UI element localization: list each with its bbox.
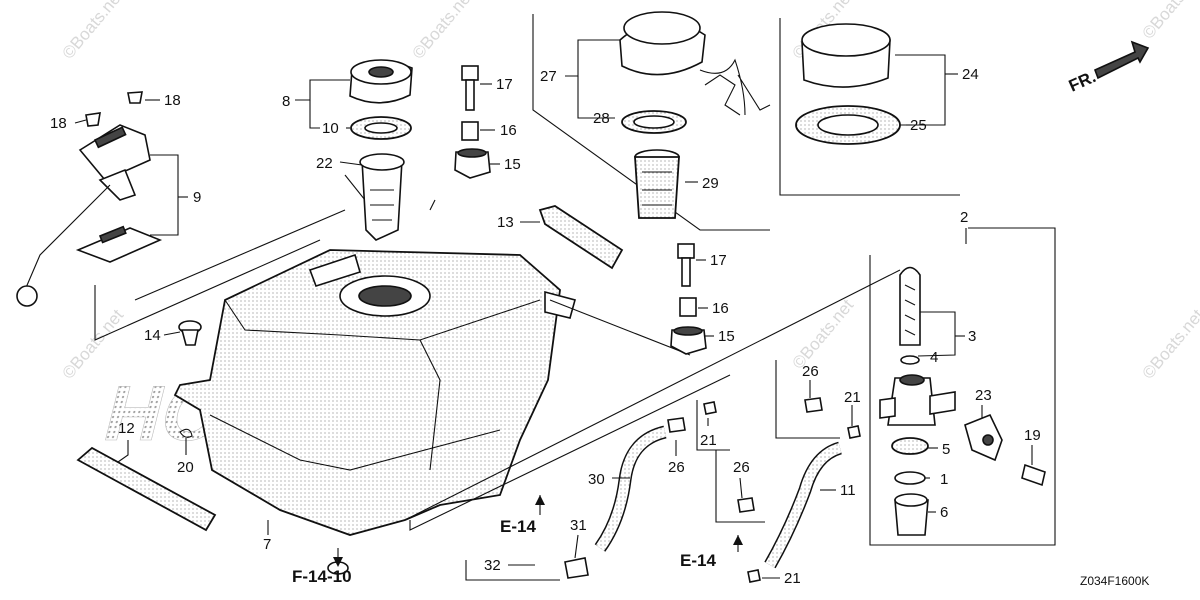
screw-19	[1021, 463, 1046, 487]
hose-reference-right-label: E-14	[680, 551, 716, 570]
callout-28: 28	[593, 110, 610, 127]
callout-21-b: 21	[844, 389, 861, 406]
callout-27: 27	[540, 68, 557, 85]
lever-23	[964, 413, 1003, 462]
callout-12: 12	[118, 420, 135, 437]
direction-label: FR.	[1066, 67, 1099, 95]
mount-hardware-lower	[670, 243, 707, 355]
fuel-gauge-assembly	[16, 124, 163, 307]
callout-24: 24	[962, 66, 979, 83]
callout-10: 10	[322, 120, 339, 137]
reference-labels: F-14-10 E-14 E-14	[292, 517, 716, 586]
callout-26-c: 26	[733, 459, 750, 476]
callout-16-lower: 16	[712, 300, 729, 317]
callout-30: 30	[588, 471, 605, 488]
watermark-text: ©Boats.net	[1139, 0, 1200, 43]
callout-18-left: 18	[50, 115, 67, 132]
callout-21-c: 21	[784, 570, 801, 587]
callout-17-lower: 17	[710, 252, 727, 269]
callout-26-b: 26	[668, 459, 685, 476]
callout-5: 5	[942, 441, 950, 458]
hose-11	[764, 441, 843, 569]
callout-numbers: 1 2 3 4 5 6 7 8 9 10 11 12 13 14 15 15 1…	[50, 66, 1041, 587]
reference-boxes	[465, 360, 840, 581]
callout-8: 8	[282, 93, 290, 110]
callout-15-lower: 15	[718, 328, 735, 345]
fuel-tank	[173, 249, 576, 536]
callout-7: 7	[263, 536, 271, 553]
callout-leaders	[74, 39, 1033, 579]
watermark-text: ©Boats.net	[1139, 306, 1200, 383]
hose-clamps	[327, 397, 861, 583]
reference-arrows	[333, 495, 743, 567]
mount-hardware-upper	[454, 65, 491, 179]
callout-14: 14	[144, 327, 161, 344]
callout-25: 25	[910, 117, 927, 134]
callout-11: 11	[840, 482, 856, 499]
cushion-12	[76, 446, 217, 532]
callout-4: 4	[930, 349, 938, 366]
fuel-valve-assembly	[879, 266, 956, 536]
hose-reference-left-label: E-14	[500, 517, 536, 536]
callout-32: 32	[484, 557, 501, 574]
callout-22: 22	[316, 155, 333, 172]
tank-reference-label: F-14-10	[292, 567, 352, 586]
diagram-code: Z034F1600K	[1080, 574, 1149, 588]
callout-26-a: 26	[802, 363, 819, 380]
callout-13: 13	[497, 214, 514, 231]
cap-24-assembly	[795, 23, 901, 145]
watermark-text: ©Boats.net	[789, 296, 858, 373]
callout-2: 2	[960, 209, 968, 226]
callout-17-upper: 17	[496, 76, 513, 93]
callout-23: 23	[975, 387, 992, 404]
callout-1: 1	[940, 471, 948, 488]
watermark-text: ©Boats.net	[59, 0, 128, 63]
callout-19: 19	[1024, 427, 1041, 444]
callout-20: 20	[177, 459, 194, 476]
front-direction-arrow: FR.	[1066, 40, 1150, 96]
callout-15-upper: 15	[504, 156, 521, 173]
watermark-text: ©Boats.net	[409, 0, 478, 63]
callout-21-a: 21	[700, 432, 717, 449]
callout-9: 9	[193, 189, 201, 206]
callout-3: 3	[968, 328, 976, 345]
screws-18	[85, 91, 143, 127]
cushion-13	[538, 205, 624, 270]
clip-20	[179, 428, 193, 438]
fuel-cap-27	[619, 11, 771, 134]
section-outlines	[532, 14, 1056, 546]
callout-18-right: 18	[164, 92, 181, 109]
cap-strainer-assembly	[349, 59, 413, 241]
callout-6: 6	[940, 504, 948, 521]
callout-16-upper: 16	[500, 122, 517, 139]
strainer-29	[634, 149, 680, 219]
callout-29: 29	[702, 175, 719, 192]
plug-14	[178, 320, 202, 346]
callout-31: 31	[570, 517, 587, 534]
hose-30	[594, 425, 667, 552]
tank-leader-lines	[94, 174, 901, 531]
